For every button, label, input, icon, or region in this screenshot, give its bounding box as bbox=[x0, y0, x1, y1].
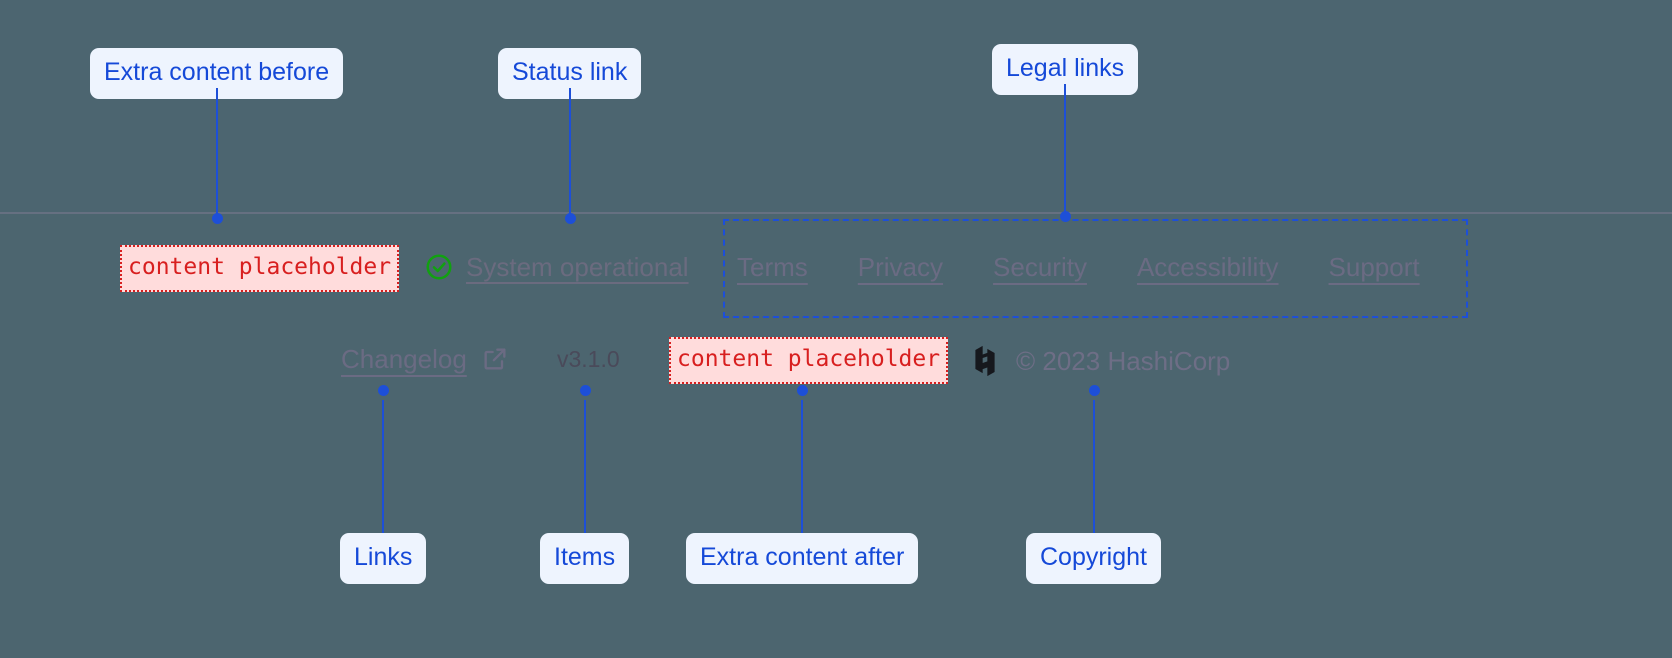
version-item: v3.1.0 bbox=[557, 348, 620, 371]
annotation-dot-links bbox=[378, 385, 389, 396]
external-link-icon bbox=[481, 345, 509, 373]
legal-link-accessibility[interactable]: Accessibility bbox=[1136, 252, 1279, 282]
annotation-label-extra-content-after: Extra content after bbox=[686, 533, 919, 584]
hashicorp-logo-icon bbox=[970, 345, 1000, 377]
extra-content-after-slot: content placeholder bbox=[669, 337, 949, 384]
annotation-leader-extra-content-after bbox=[801, 400, 803, 533]
status-link[interactable]: System operational bbox=[424, 252, 689, 282]
annotation-dot-items bbox=[580, 385, 591, 396]
annotation-label-copyright: Copyright bbox=[1026, 533, 1161, 584]
check-circle-icon bbox=[424, 252, 454, 282]
annotation-leader-items bbox=[584, 400, 586, 533]
changelog-label: Changelog bbox=[341, 344, 467, 374]
legal-links-list: Terms Privacy Security Accessibility Sup… bbox=[737, 254, 1420, 280]
copyright: © 2023 HashiCorp bbox=[970, 345, 1230, 377]
top-band bbox=[0, 0, 1672, 212]
annotation-dot-copyright bbox=[1089, 385, 1100, 396]
legal-link-terms[interactable]: Terms bbox=[737, 252, 808, 282]
annotation-dot-extra-content-before bbox=[212, 213, 223, 224]
annotation-leader-status-link bbox=[569, 88, 571, 220]
legal-link-privacy[interactable]: Privacy bbox=[857, 252, 944, 282]
legal-link-support[interactable]: Support bbox=[1328, 252, 1420, 282]
footer-top-divider bbox=[0, 212, 1672, 214]
changelog-link[interactable]: Changelog bbox=[341, 345, 509, 373]
annotation-dot-extra-content-after bbox=[797, 385, 808, 396]
version-label: v3.1.0 bbox=[557, 346, 620, 372]
annotation-leader-extra-content-before bbox=[216, 88, 218, 220]
status-link-label: System operational bbox=[466, 252, 689, 282]
legal-link-security[interactable]: Security bbox=[993, 252, 1087, 282]
annotation-label-items: Items bbox=[540, 533, 630, 584]
annotation-label-links: Links bbox=[340, 533, 427, 584]
annotation-leader-links bbox=[382, 400, 384, 533]
content-placeholder-after: content placeholder bbox=[669, 337, 949, 384]
annotation-leader-legal-links bbox=[1064, 84, 1066, 218]
legal-links-highlight-box bbox=[723, 219, 1468, 318]
annotation-dot-status-link bbox=[565, 213, 576, 224]
content-placeholder-before: content placeholder bbox=[120, 245, 400, 292]
annotation-leader-copyright bbox=[1093, 400, 1095, 533]
extra-content-before-slot: content placeholder bbox=[120, 245, 400, 292]
copyright-text: © 2023 HashiCorp bbox=[1016, 346, 1231, 376]
annotation-dot-legal-links bbox=[1060, 211, 1071, 222]
